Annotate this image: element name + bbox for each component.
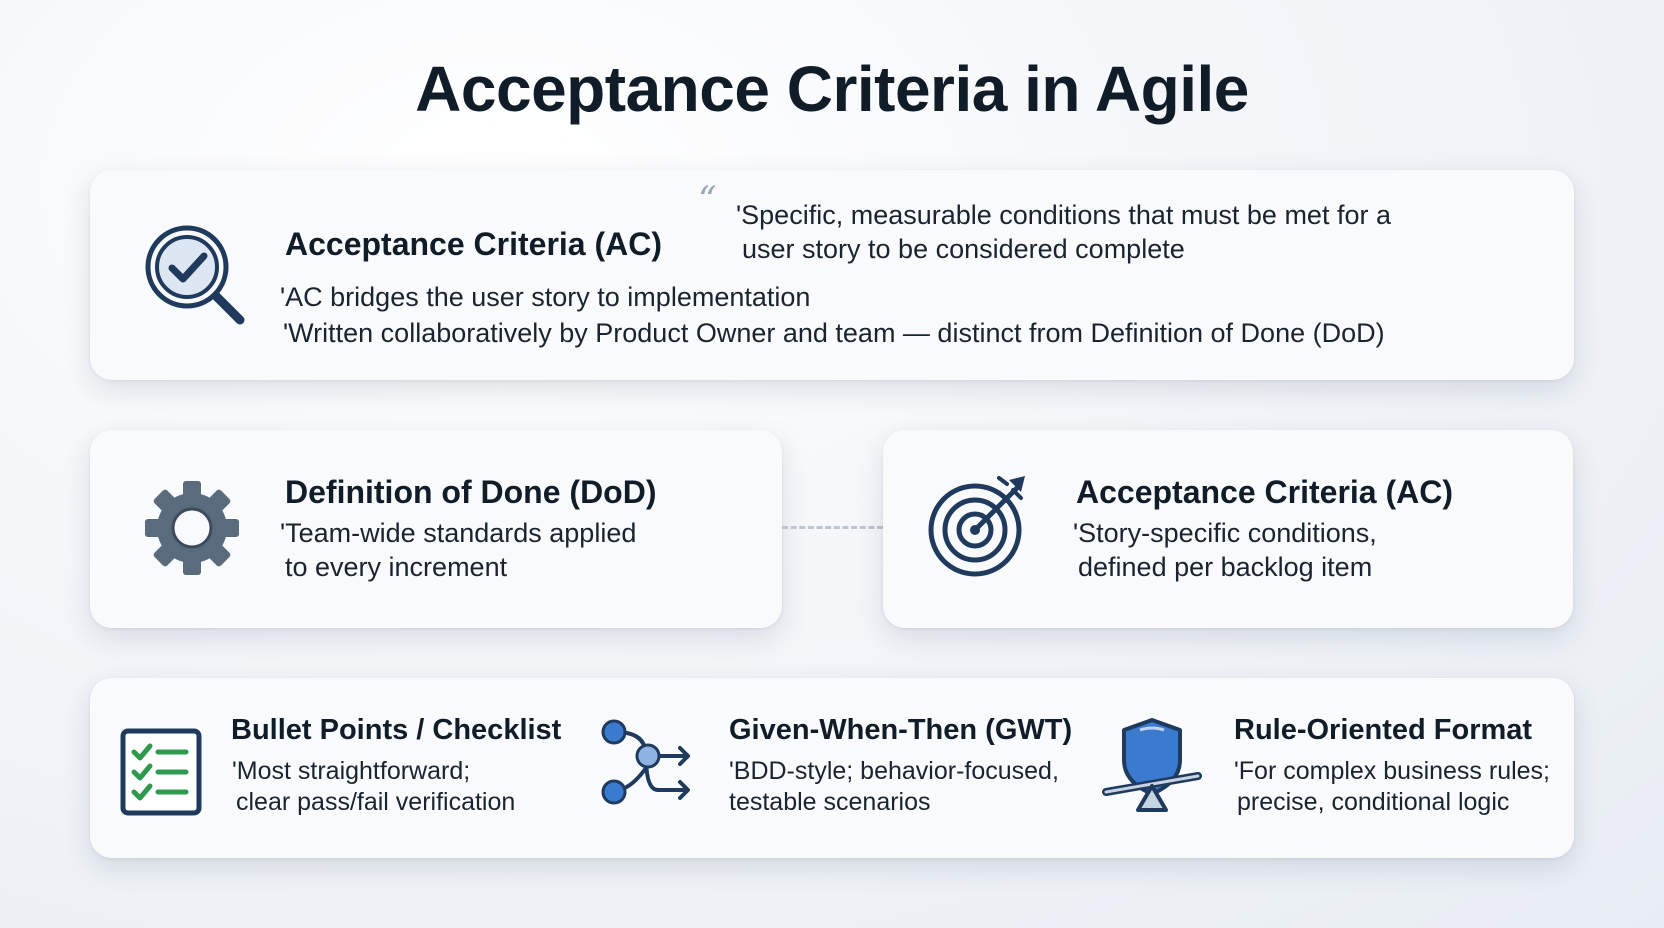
checklist-icon bbox=[120, 728, 202, 816]
magnifier-check-icon bbox=[145, 225, 245, 325]
ac-heading: Acceptance Criteria (AC) bbox=[285, 226, 662, 262]
dod-heading: Definition of Done (DoD) bbox=[285, 474, 657, 510]
ac-bullet-1: 'AC bridges the user story to implementa… bbox=[280, 282, 811, 312]
dashed-connector bbox=[782, 526, 883, 529]
format-gwt-heading: Given-When-Then (GWT) bbox=[729, 714, 1073, 746]
format-bullet-line-2: clear pass/fail verification bbox=[236, 788, 516, 816]
ac-card-line-1: 'Story-specific conditions, bbox=[1073, 518, 1377, 548]
format-bullet-heading: Bullet Points / Checklist bbox=[231, 714, 562, 746]
format-gwt-line-2: testable scenarios bbox=[729, 788, 931, 816]
format-rule-heading: Rule-Oriented Format bbox=[1234, 714, 1533, 746]
page-title: Acceptance Criteria in Agile bbox=[415, 53, 1249, 125]
dod-line-2: to every increment bbox=[285, 552, 508, 582]
flow-icon bbox=[601, 719, 690, 805]
acceptance-criteria-definition-card: Acceptance Criteria (AC) “ 'Specific, me… bbox=[90, 170, 1574, 380]
ac-formats-card: Bullet Points / Checklist 'Most straight… bbox=[90, 678, 1574, 858]
format-rule-line-2: precise, conditional logic bbox=[1237, 788, 1510, 816]
ac-quote-line-2: user story to be considered complete bbox=[742, 234, 1185, 264]
shield-scale-icon bbox=[1102, 718, 1202, 812]
format-gwt-line-1: 'BDD-style; behavior-focused, bbox=[729, 757, 1059, 785]
format-rule-line-1: 'For complex business rules; bbox=[1234, 757, 1551, 785]
target-icon bbox=[928, 476, 1025, 577]
ac-card-line-2: defined per backlog item bbox=[1078, 552, 1373, 582]
format-bullet-line-1: 'Most straightforward; bbox=[232, 757, 471, 785]
dod-line-1: 'Team-wide standards applied bbox=[280, 518, 637, 548]
ac-quote-line-1: 'Specific, measurable conditions that mu… bbox=[736, 200, 1391, 230]
acceptance-criteria-card: Acceptance Criteria (AC) 'Story-specific… bbox=[883, 430, 1573, 628]
quote-icon: “ bbox=[698, 180, 717, 221]
ac-card-heading: Acceptance Criteria (AC) bbox=[1076, 474, 1453, 510]
ac-bullet-2: 'Written collaboratively by Product Owne… bbox=[283, 318, 1385, 348]
gear-icon bbox=[145, 481, 239, 575]
definition-of-done-card: Definition of Done (DoD) 'Team-wide stan… bbox=[90, 430, 782, 628]
